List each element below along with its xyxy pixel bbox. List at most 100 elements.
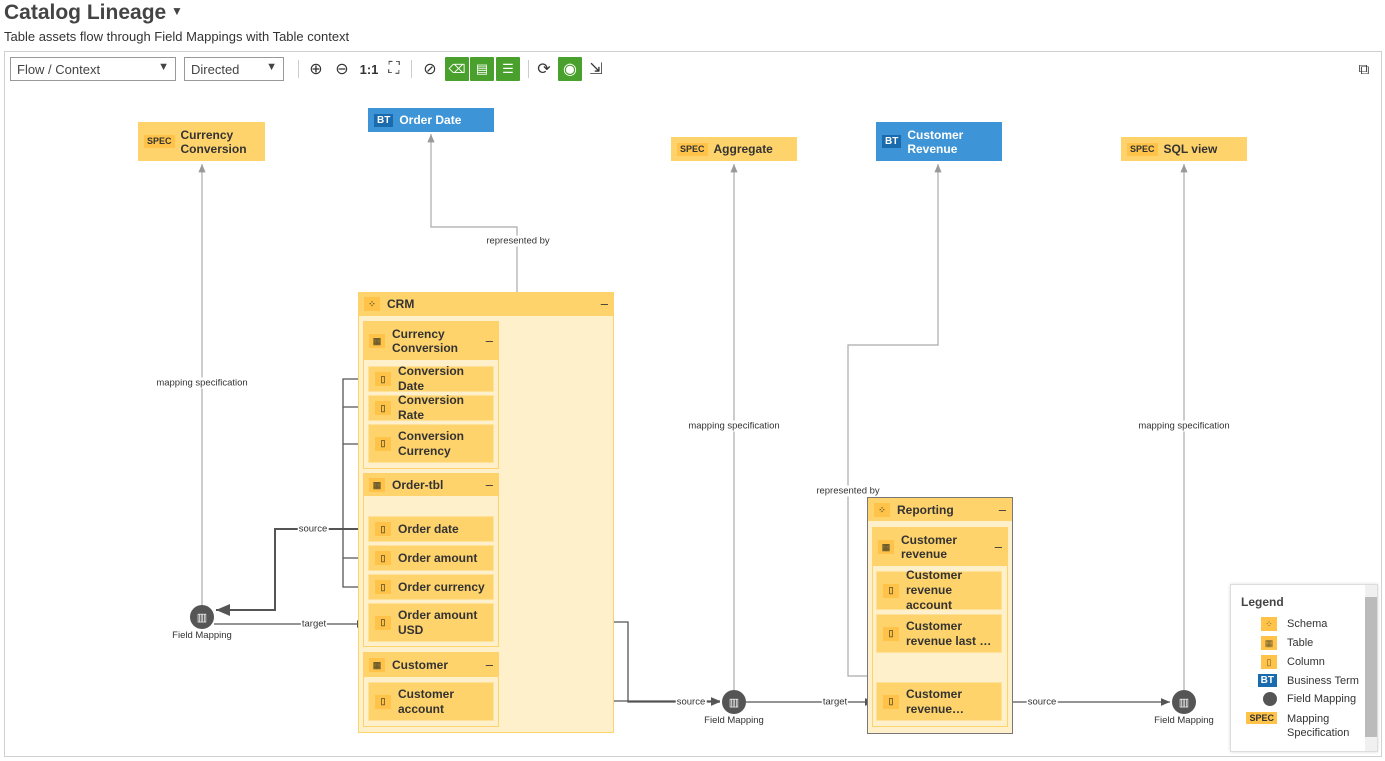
column-item[interactable]: ▯ Conversion Date — [368, 364, 494, 393]
edge-source — [216, 528, 368, 616]
fit-screen-icon[interactable]: ⛶ — [388, 60, 400, 77]
lineage-canvas — [4, 51, 1382, 757]
toolbar-divider — [528, 60, 529, 78]
collapse-icon[interactable]: – — [600, 296, 608, 311]
column-label: Customer revenue last … — [906, 618, 992, 648]
field-mapping-icon[interactable]: ▥ — [722, 690, 746, 714]
spec-node-sql-view[interactable]: SPEC SQL view — [1121, 137, 1247, 161]
column-item[interactable]: ▯Order date — [368, 516, 494, 542]
column-item[interactable]: ▯Customer revenue… — [876, 682, 1002, 721]
column-item[interactable]: ▯Customer revenue account — [876, 568, 1002, 612]
toolbar-divider — [298, 60, 299, 78]
column-item[interactable]: ▯ Conversion Currency — [368, 424, 494, 463]
edge-label: source — [1026, 696, 1058, 708]
table-icon: ▦ — [369, 657, 385, 672]
column-icon: ▯ — [375, 436, 391, 451]
table-label: Customer — [392, 657, 449, 672]
table-icon: ▦ — [878, 539, 894, 554]
column-label: Customer account — [398, 686, 455, 716]
legend-label: Mapping Specification — [1287, 713, 1350, 739]
edge-label: mapping specification — [687, 420, 781, 432]
legend-label: Field Mapping — [1287, 693, 1357, 705]
column-item[interactable]: ▯ Customer revenue last … — [876, 614, 1002, 653]
table-header[interactable]: ▦Order-tbl– — [363, 473, 499, 496]
column-label: Conversion Currency — [398, 428, 465, 458]
legend-scrollbar[interactable] — [1365, 585, 1377, 751]
export-icon[interactable]: ⇲ — [589, 61, 603, 78]
legend-label: Schema — [1287, 618, 1328, 630]
column-label: Order amount USD — [398, 607, 478, 637]
legend-item: ▦Table — [1231, 636, 1313, 650]
edge-label: mapping specification — [155, 377, 249, 389]
legend-item: ⁘Schema — [1231, 617, 1327, 631]
zoom-out-icon[interactable]: ⊖ — [335, 61, 349, 78]
schema-label: Reporting — [897, 502, 954, 517]
table-label: Customer revenue — [901, 532, 958, 561]
list-icon[interactable]: ☰ — [496, 57, 520, 81]
column-icon: ▯ — [375, 522, 391, 536]
node-label: Currency Conversion — [180, 127, 247, 156]
edge-label: represented by — [485, 235, 551, 247]
direction-select[interactable]: Directed▼ — [184, 57, 284, 81]
column-item[interactable]: ▯Conversion Rate — [368, 393, 494, 422]
open-external-icon[interactable]: ⧉ — [1358, 60, 1370, 78]
table-label: Order-tbl — [392, 477, 444, 492]
zoom-in-icon[interactable]: ⊕ — [309, 61, 323, 78]
column-icon: ▯ — [1261, 655, 1277, 669]
table-icon: ▦ — [369, 333, 385, 348]
eye-icon[interactable]: ◉ — [558, 57, 582, 81]
schema-crm-header[interactable]: ⁘CRM– — [358, 292, 614, 316]
bt-badge: BT — [374, 113, 394, 127]
schema-icon: ⁘ — [874, 502, 890, 517]
collapse-icon[interactable]: – — [485, 476, 493, 492]
column-item[interactable]: ▯Customer account — [368, 682, 494, 721]
column-icon: ▯ — [883, 694, 899, 709]
column-label: Conversion Date — [398, 364, 465, 393]
refresh-icon[interactable]: ⟳ — [537, 61, 551, 78]
column-label: Order amount — [398, 550, 478, 565]
business-term-icon: BT — [1257, 674, 1277, 687]
compass-icon[interactable]: ⊘ — [423, 61, 437, 78]
toolbar-divider — [411, 60, 412, 78]
bt-badge: BT — [882, 135, 902, 148]
details-icon[interactable]: ▤ — [470, 57, 494, 81]
table-header[interactable]: ▦ Customer – — [363, 652, 499, 677]
page-subtitle: Table assets flow through Field Mappings… — [4, 29, 350, 44]
collapse-icon[interactable]: – — [485, 656, 493, 672]
column-item[interactable]: ▯Order amount — [368, 545, 494, 571]
edge-label: target — [300, 618, 328, 630]
column-icon: ▯ — [375, 615, 391, 630]
view-select[interactable]: Flow / Context▼ — [10, 57, 176, 81]
column-item[interactable]: ▯Order currency — [368, 574, 494, 600]
node-label: Customer Revenue — [907, 127, 964, 156]
title-dropdown-icon[interactable]: ▼ — [171, 4, 183, 18]
view-select-value: Flow / Context — [17, 62, 101, 77]
schema-reporting-header[interactable]: ⁘ Reporting – — [868, 498, 1012, 521]
collapse-icon[interactable]: – — [485, 332, 493, 348]
legend-label: Business Term — [1287, 674, 1359, 687]
edge-label: represented by — [815, 485, 881, 497]
field-mapping-icon[interactable]: ▥ — [1172, 690, 1196, 714]
field-mapping-icon — [1263, 692, 1277, 706]
column-item[interactable]: ▯ Order amount USD — [368, 603, 494, 642]
table-header[interactable]: ▦ Customer revenue – — [872, 527, 1008, 566]
node-label: SQL view — [1163, 142, 1218, 156]
column-icon: ▯ — [375, 372, 391, 386]
tag-icon[interactable]: ⌫ — [445, 57, 469, 81]
table-header[interactable]: ▦Currency Conversion– — [363, 321, 499, 360]
business-term-customer-revenue[interactable]: BT Customer Revenue — [876, 122, 1002, 161]
column-icon: ▯ — [883, 626, 899, 641]
collapse-icon[interactable]: – — [994, 538, 1002, 554]
collapse-icon[interactable]: – — [998, 501, 1006, 517]
actual-size-button[interactable]: 1:1 — [359, 61, 379, 77]
column-label: Conversion Rate — [398, 393, 465, 422]
field-mapping-icon[interactable]: ▥ — [190, 605, 214, 629]
table-icon: ▦ — [1261, 636, 1277, 650]
spec-badge: SPEC — [1127, 142, 1158, 156]
column-label: Order currency — [398, 579, 485, 594]
edge-label: target — [821, 696, 849, 708]
